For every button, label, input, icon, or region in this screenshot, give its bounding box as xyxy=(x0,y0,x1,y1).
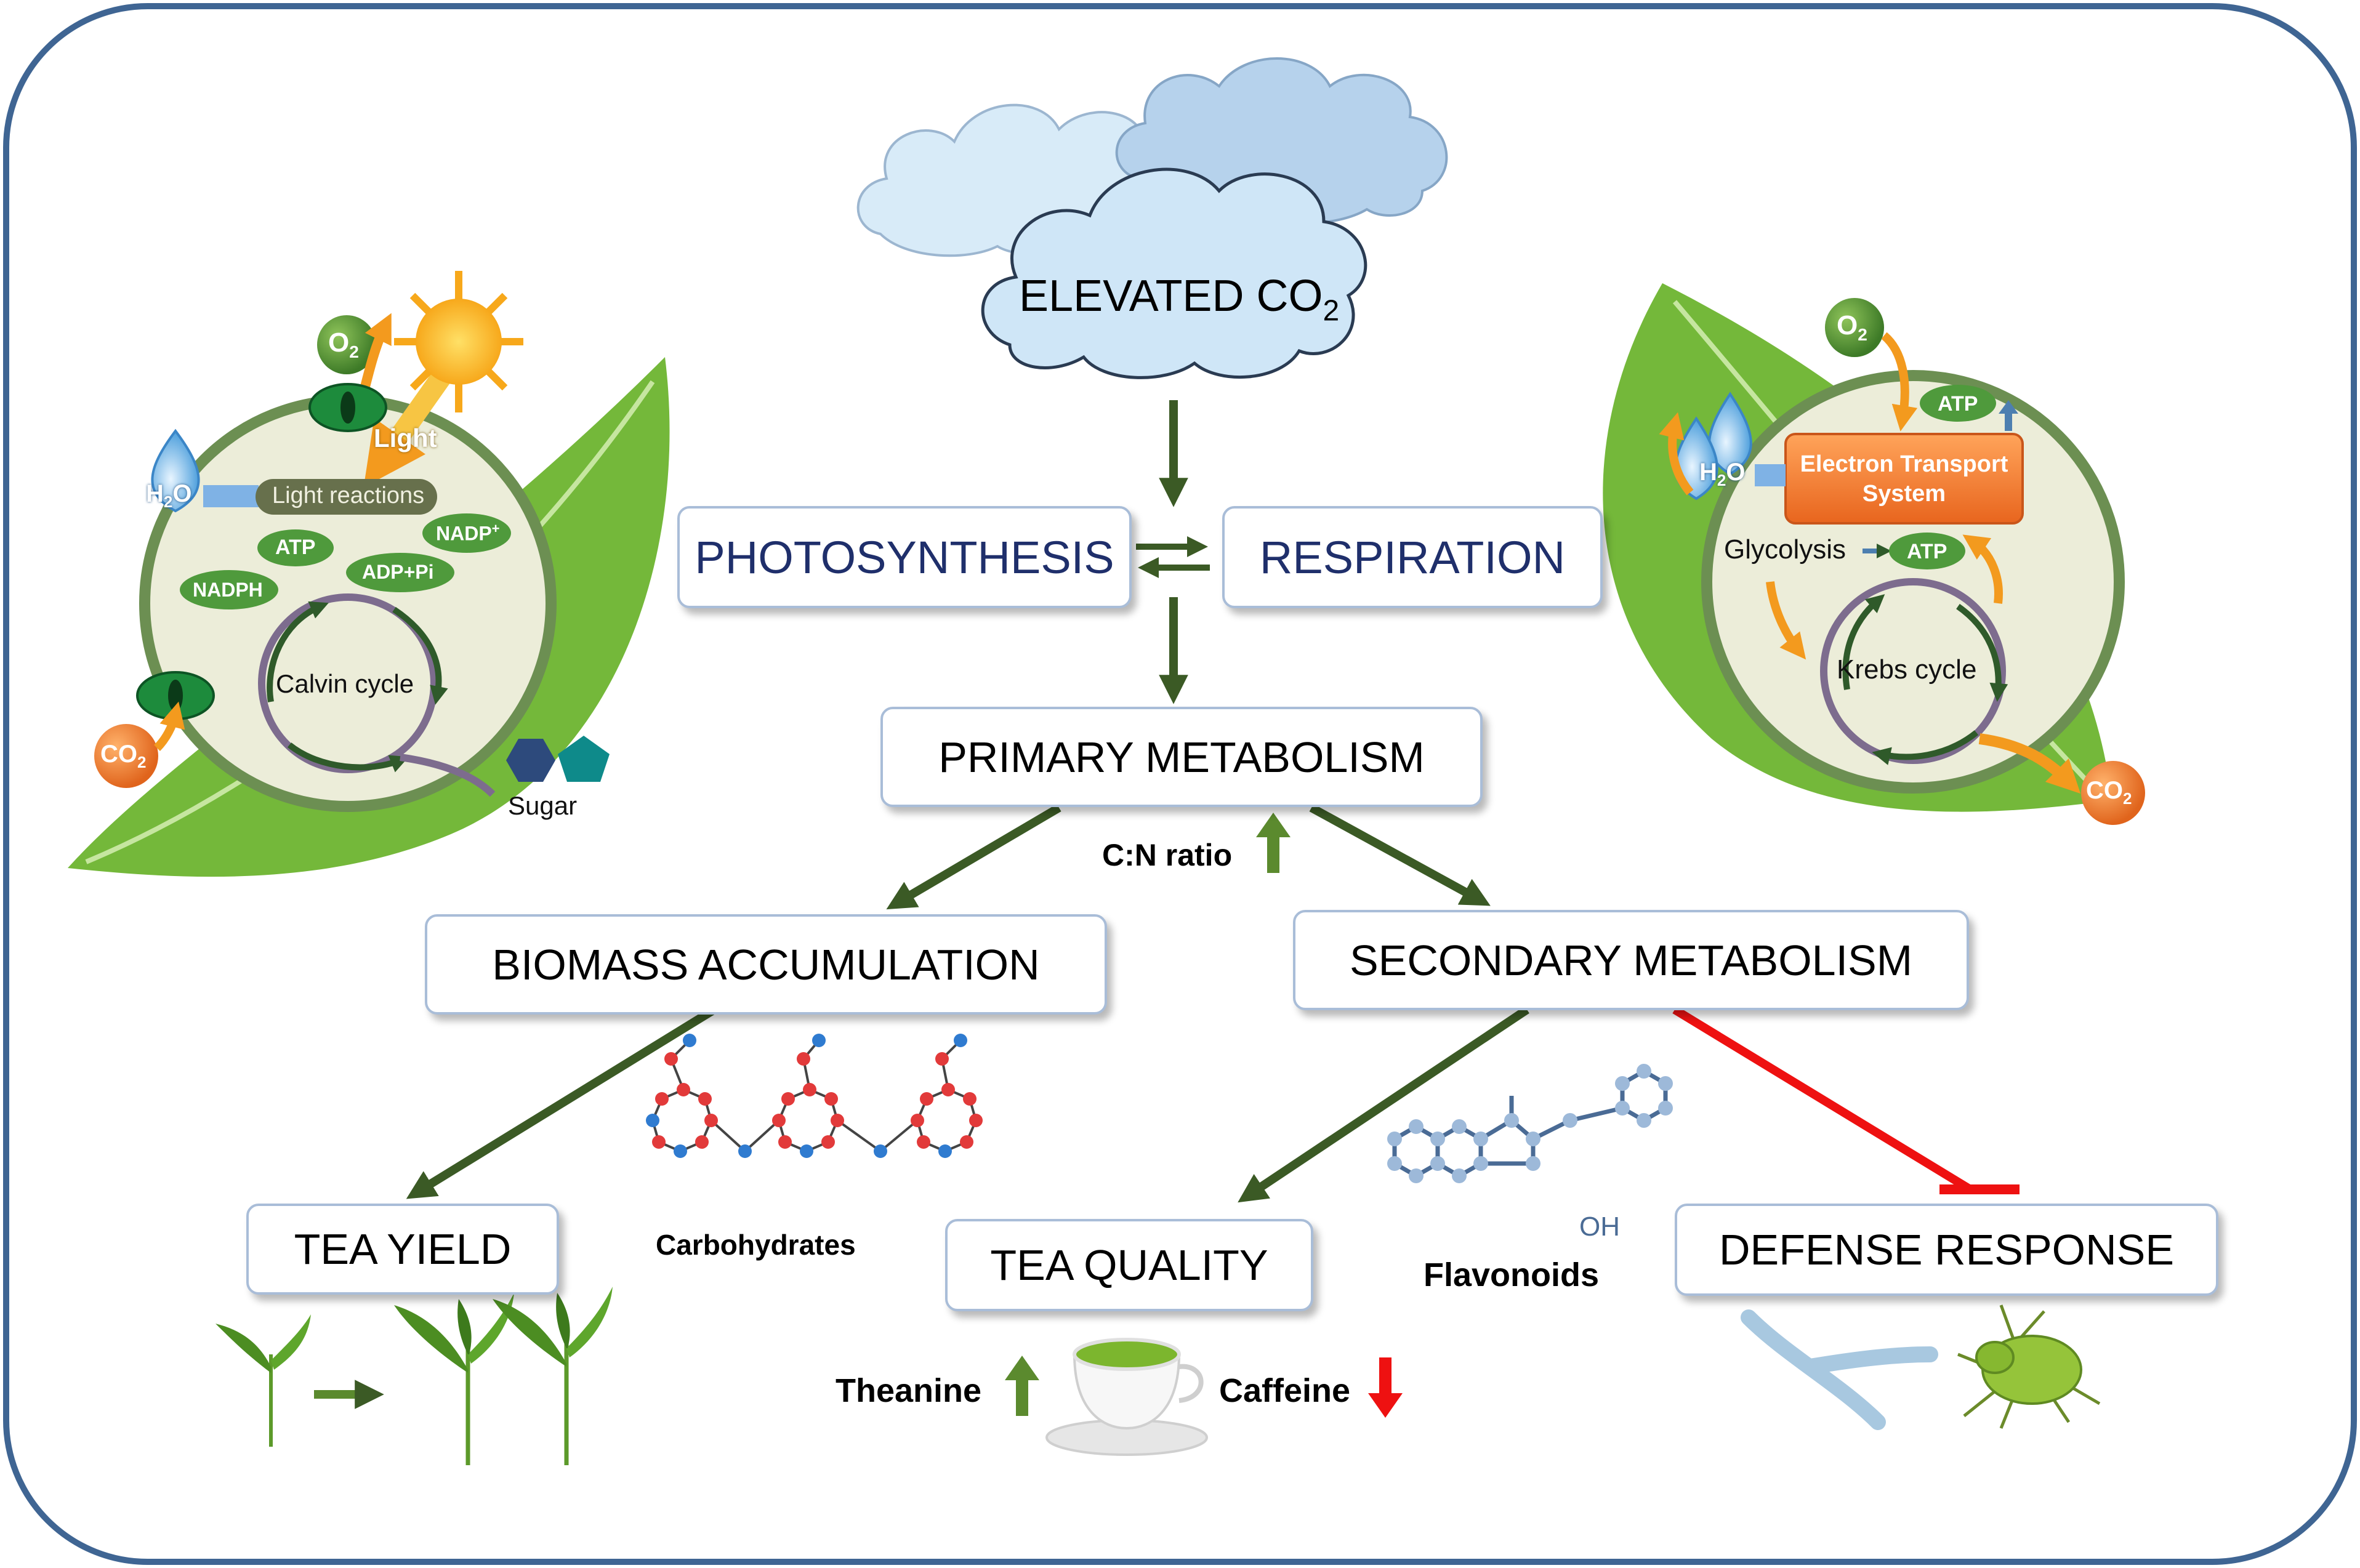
respiration-box: RESPIRATION xyxy=(1222,506,1603,608)
elevated-co2-label: ELEVATED CO2 xyxy=(1019,271,1340,328)
cn-ratio-up-arrow xyxy=(1256,813,1291,873)
biomass-accumulation-box: BIOMASS ACCUMULATION xyxy=(425,914,1107,1015)
sugar-arrow xyxy=(400,754,496,797)
biomass-accumulation-label: BIOMASS ACCUMULATION xyxy=(492,940,1040,989)
tea-yield-label: TEA YIELD xyxy=(294,1225,512,1273)
secondary-metabolism-box: SECONDARY METABOLISM xyxy=(1293,910,1969,1010)
flavonoids-molecule-icon xyxy=(1387,1064,1673,1183)
cloud-main xyxy=(981,167,1367,379)
tea-quality-label: TEA QUALITY xyxy=(990,1241,1268,1289)
krebs-arrow-2 xyxy=(1956,603,2008,702)
ps-atp-label: ATP xyxy=(275,536,316,559)
tea-shoot-small-icon xyxy=(215,1314,311,1447)
tea-shoot-large-icon xyxy=(394,1287,613,1465)
sun-icon xyxy=(394,271,523,412)
co2-bubble-icon xyxy=(2081,761,2145,825)
krebs-cycle-ring xyxy=(1820,578,2006,764)
photosynthesis-box: PHOTOSYNTHESIS xyxy=(677,506,1132,608)
flavonoids-label: Flavonoids xyxy=(1424,1256,1600,1293)
cn-ratio-label: C:N ratio xyxy=(1102,838,1233,872)
arrow-primary-to-biomass xyxy=(886,803,1061,910)
atp-top-pill xyxy=(1920,385,1996,422)
flow-arrows xyxy=(406,400,2020,1203)
water-drop-icon xyxy=(1708,392,1752,476)
sugar-pentagon-icon xyxy=(558,736,610,782)
ps-adp-pi-label: ADP+Pi xyxy=(362,561,434,583)
carbohydrates-label: Carbohydrates xyxy=(656,1229,856,1261)
atp-mid-pill xyxy=(1889,533,1965,569)
glycolysis-down-arrow xyxy=(1766,581,1806,660)
caffeine-down-arrow xyxy=(1368,1357,1403,1418)
respiration-label: RESPIRATION xyxy=(1259,531,1566,583)
o2-bubble-icon xyxy=(1825,298,1884,357)
krebs-arrow-1 xyxy=(1842,594,1885,690)
calvin-arrow-3 xyxy=(267,601,329,702)
defense-response-box: DEFENSE RESPONSE xyxy=(1675,1204,2218,1296)
resp-atp-mid-label: ATP xyxy=(1907,540,1947,563)
nadph-pill xyxy=(180,570,278,609)
resp-h2o-label: H2O xyxy=(1699,459,1746,489)
atp-pill xyxy=(257,529,334,566)
tea-quality-box: TEA QUALITY xyxy=(945,1219,1313,1311)
primary-metabolism-box: PRIMARY METABOLISM xyxy=(880,707,1483,807)
ps-calvin-cycle-label: Calvin cycle xyxy=(276,669,414,698)
sugar-hexagon-icon xyxy=(506,739,555,782)
cloud-group xyxy=(856,57,1448,379)
nadp-pill xyxy=(422,513,511,553)
water-drop-icon xyxy=(151,428,200,513)
arrow-primary-to-secondary xyxy=(1309,803,1491,906)
ps-light-label: Light xyxy=(374,424,437,452)
resp-atp-top-label: ATP xyxy=(1938,392,1978,416)
water-drop-icon-2 xyxy=(1674,416,1718,501)
theanine-up-arrow xyxy=(1005,1356,1039,1416)
water-out-arrow xyxy=(1659,412,1694,496)
aphid-insect-icon xyxy=(1957,1305,2101,1429)
photosynthesis-label: PHOTOSYNTHESIS xyxy=(695,531,1114,583)
inhibit-secondary-to-defense xyxy=(1672,1006,1973,1193)
co2-bubble-icon xyxy=(94,724,158,788)
tea-yield-box: TEA YIELD xyxy=(246,1204,559,1295)
resp-o2-label: O2 xyxy=(1837,310,1867,344)
co2-uptake-arrow xyxy=(153,701,185,751)
primary-metabolism-label: PRIMARY METABOLISM xyxy=(938,733,1425,781)
co2-out-arrow xyxy=(1978,733,2081,794)
secondary-metabolism-label: SECONDARY METABOLISM xyxy=(1349,936,1913,984)
ps-h2o-label: H2O xyxy=(146,480,192,511)
photosynthesis-panel xyxy=(68,271,670,877)
theanine-label: Theanine xyxy=(836,1372,982,1409)
krebs-arrow-3 xyxy=(1872,730,1979,765)
resp-co2-label: CO2 xyxy=(2086,777,2132,808)
respiration-panel xyxy=(1603,283,2145,825)
atp-return-arrow xyxy=(1962,534,2003,604)
fungus-hyphae-icon xyxy=(1741,1309,1938,1430)
light-reactions-pill xyxy=(256,479,437,515)
o2-inflow-arrow xyxy=(1881,332,1918,432)
ps-sugar-label: Sugar xyxy=(508,791,578,820)
ps-light-reactions-label: Light reactions xyxy=(272,483,425,509)
ps-o2-label: O2 xyxy=(328,328,359,361)
ps-nadp-label: NADP+ xyxy=(436,521,500,545)
atp-up-arrow-icon xyxy=(1999,400,2018,431)
arrow-biomass-to-yield xyxy=(406,1006,717,1199)
flavonoid-oh-label: OH xyxy=(1579,1212,1620,1242)
o2-bubble-icon xyxy=(317,315,376,374)
indicators xyxy=(1005,813,1403,1418)
outer-frame xyxy=(3,3,2357,1565)
carbohydrates-molecule-icon xyxy=(646,1034,983,1158)
calvin-arrow-2 xyxy=(287,742,409,773)
resp-krebs-cycle-label: Krebs cycle xyxy=(1837,654,1977,685)
calvin-arrow-1 xyxy=(392,606,448,705)
adp-pi-pill xyxy=(346,553,454,592)
tea-cup-icon xyxy=(1045,1338,1208,1456)
defense-response-label: DEFENSE RESPONSE xyxy=(1718,1226,2175,1274)
caffeine-label: Caffeine xyxy=(1219,1372,1351,1409)
ps-nadph-label: NADPH xyxy=(193,579,263,601)
ps-co2-label: CO2 xyxy=(100,741,147,771)
resp-etc-label: Electron Transport System xyxy=(1800,451,2008,507)
arrow-secondary-to-quality xyxy=(1238,1006,1529,1203)
resp-glycolysis-label: Glycolysis xyxy=(1724,534,1847,565)
